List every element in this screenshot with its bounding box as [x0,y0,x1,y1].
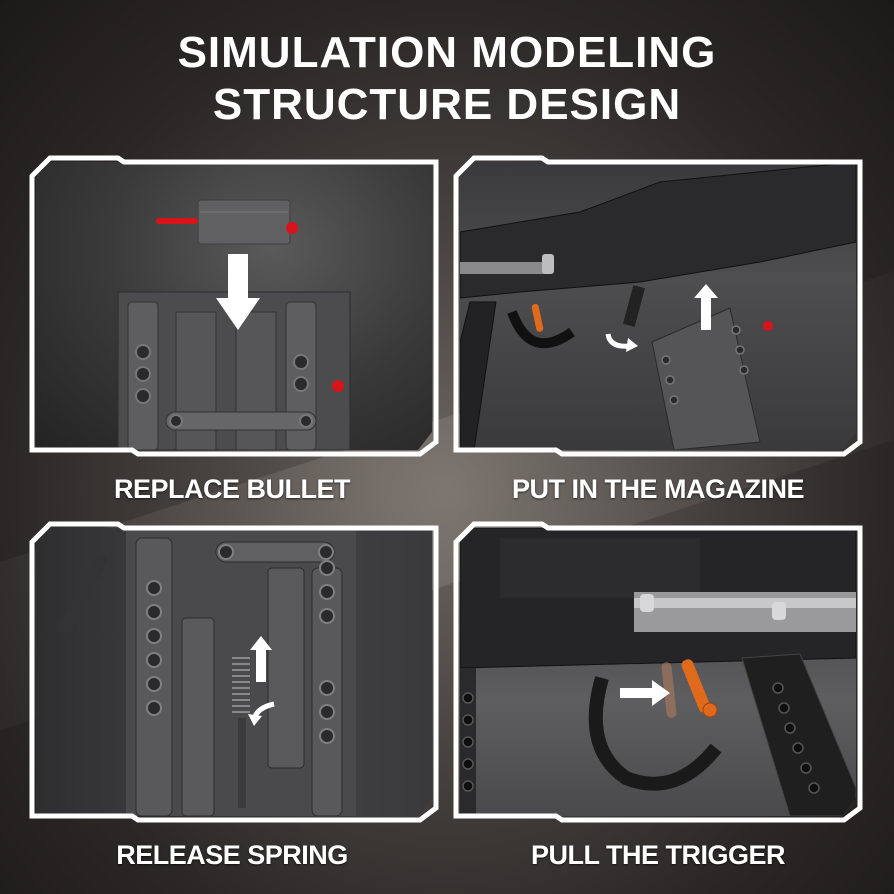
arrow-down-icon [216,254,260,330]
arrow-right-icon [620,680,670,706]
scene-magazine-insert [460,162,856,450]
panel-release-spring [28,520,440,824]
caption-replace-bullet: REPLACE BULLET [114,474,351,504]
page-title-line2: STRUCTURE DESIGN [212,80,682,129]
scene-spring-mechanism [36,528,432,816]
panel-frame [29,155,439,457]
scene-trigger-pull [460,528,856,816]
caption-release-spring: RELEASE SPRING [116,840,348,870]
panel-frame [453,521,863,823]
caption-put-in-magazine: PUT IN THE MAGAZINE [512,474,805,504]
panel-frame [29,521,439,823]
caption-pull-trigger: PULL THE TRIGGER [530,840,786,870]
panel-pull-trigger [452,520,864,824]
panel-frame [453,155,863,457]
page-title-line1: SIMULATION MODELING [177,28,717,77]
arrow-up-icon [694,284,718,330]
scene-bullet-insert [36,162,432,450]
arrow-up-icon [250,636,272,682]
panel-put-in-magazine [452,154,864,458]
panel-replace-bullet [28,154,440,458]
